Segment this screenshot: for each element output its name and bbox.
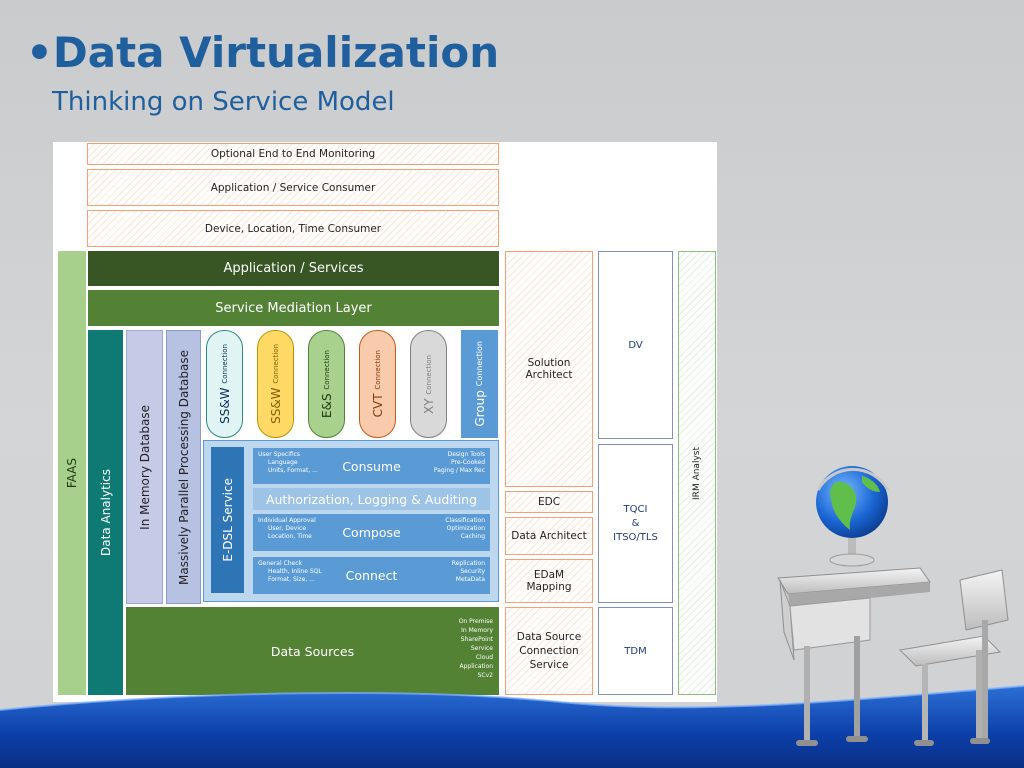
data-source-item: Application xyxy=(459,663,493,670)
title-text: Data Virtualization xyxy=(52,28,500,77)
edam-mapping-box: EDaM Mapping xyxy=(505,559,593,603)
tqci-itso-box: TQCI & ITSO/TLS xyxy=(598,444,673,603)
data-analytics-column: Data Analytics xyxy=(88,330,123,695)
row-note: Location, Time xyxy=(268,533,312,540)
row-note: Design Tools xyxy=(447,451,485,458)
row-note: Units, Format, ... xyxy=(268,467,318,474)
group-connection-box: Group Connection xyxy=(461,330,498,438)
connection-sub-label: Connection xyxy=(424,354,433,395)
connection-sub-label: Connection xyxy=(474,341,484,387)
connection-main-label: SS&W xyxy=(217,387,232,424)
faas-label: FAAS xyxy=(65,457,79,489)
row-note: Security xyxy=(460,568,485,575)
data-sources-box: Data Sources On Premise In Memory ShareP… xyxy=(126,607,499,695)
device-location-time-bar: Device, Location, Time Consumer xyxy=(87,210,499,247)
dv-box: DV xyxy=(598,251,673,439)
connection-main-label: XY xyxy=(421,397,436,414)
itso-tls-label: ITSO/TLS xyxy=(613,531,658,543)
row-note: Caching xyxy=(460,533,485,540)
data-source-item: Service xyxy=(470,645,493,652)
consume-label: Consume xyxy=(342,458,401,474)
ssw-connection-pill-1: SS&W Connection xyxy=(206,330,243,438)
app-service-consumer-bar: Application / Service Consumer xyxy=(87,169,499,206)
data-architect-box: Data Architect xyxy=(505,517,593,555)
solution-architect-box: Solution Architect xyxy=(505,251,593,487)
ampersand-label: & xyxy=(631,517,640,529)
data-source-item: Cloud xyxy=(475,654,493,661)
row-note: Optimization xyxy=(446,525,485,532)
connection-sub-label: Connection xyxy=(220,344,229,384)
irm-analyst-label: IRM Analyst xyxy=(692,446,702,500)
row-note: User, Device xyxy=(268,525,307,532)
edc-box: EDC xyxy=(505,491,593,513)
xy-connection-pill: XY Connection xyxy=(410,330,447,438)
mpp-db-label: Massively Parallel Processing Database xyxy=(176,349,191,585)
connection-sub-label: Connection xyxy=(322,350,331,390)
row-note: Pre-Cooked xyxy=(451,459,485,466)
row-note: Language xyxy=(268,459,298,466)
es-connection-pill: E&S Connection xyxy=(308,330,345,438)
application-services-bar: Application / Services xyxy=(88,251,499,286)
service-mediation-bar: Service Mediation Layer xyxy=(88,290,499,326)
connection-main-label: CVT xyxy=(370,393,385,418)
connection-main-label: Group xyxy=(472,390,487,427)
desk-globe-illustration xyxy=(777,466,1009,746)
data-source-item: In Memory xyxy=(461,627,493,634)
title-bullet: • xyxy=(26,28,53,77)
connection-sub-label: Connection xyxy=(271,344,280,384)
connection-main-label: SS&W xyxy=(268,387,283,424)
slide-title-block: •Data Virtualization xyxy=(26,28,499,78)
ssw-connection-pill-2: SS&W Connection xyxy=(257,330,294,438)
edsl-service-column: E-DSL Service xyxy=(211,447,244,593)
data-analytics-label: Data Analytics xyxy=(98,469,113,556)
data-source-item: SCv2 xyxy=(477,672,493,679)
slide-title: •Data Virtualization xyxy=(26,28,499,78)
connection-main-label: E&S xyxy=(319,393,334,418)
mpp-db-column: Massively Parallel Processing Database xyxy=(166,330,201,604)
slide-subtitle: Thinking on Service Model xyxy=(52,87,395,117)
row-note: Individual Approval xyxy=(258,517,316,524)
row-note: Format, Size, ... xyxy=(268,576,315,583)
row-note: User Specifics xyxy=(258,451,301,458)
in-memory-db-label: In Memory Database xyxy=(137,404,152,530)
row-note: MetaData xyxy=(455,576,485,583)
tqci-label: TQCI xyxy=(623,503,648,515)
tdm-box: TDM xyxy=(598,607,673,695)
data-source-item: On Premise xyxy=(458,618,493,625)
compose-label: Compose xyxy=(342,525,401,540)
connection-sub-label: Connection xyxy=(373,350,382,390)
row-note: Paging / Max Rec xyxy=(433,467,485,474)
edsl-service-label: E-DSL Service xyxy=(220,478,235,562)
authorization-logging-auditing-bar: Authorization, Logging & Auditing xyxy=(253,488,490,510)
optional-monitoring-bar: Optional End to End Monitoring xyxy=(87,143,499,165)
row-note: General Check xyxy=(258,560,303,567)
connect-label: Connect xyxy=(345,568,398,583)
data-source-item: SharePoint xyxy=(460,636,493,643)
row-note: Classification xyxy=(445,517,485,524)
row-note: Replication xyxy=(451,560,485,567)
irm-analyst-column: IRM Analyst xyxy=(678,251,716,695)
data-sources-label: Data Sources xyxy=(270,643,355,659)
in-memory-db-column: In Memory Database xyxy=(126,330,163,604)
data-source-connection-service-box: Data Source Connection Service xyxy=(505,607,593,695)
row-note: Health, Inline SQL xyxy=(268,568,322,575)
faas-column: FAAS xyxy=(58,251,86,695)
cvt-connection-pill: CVT Connection xyxy=(359,330,396,438)
